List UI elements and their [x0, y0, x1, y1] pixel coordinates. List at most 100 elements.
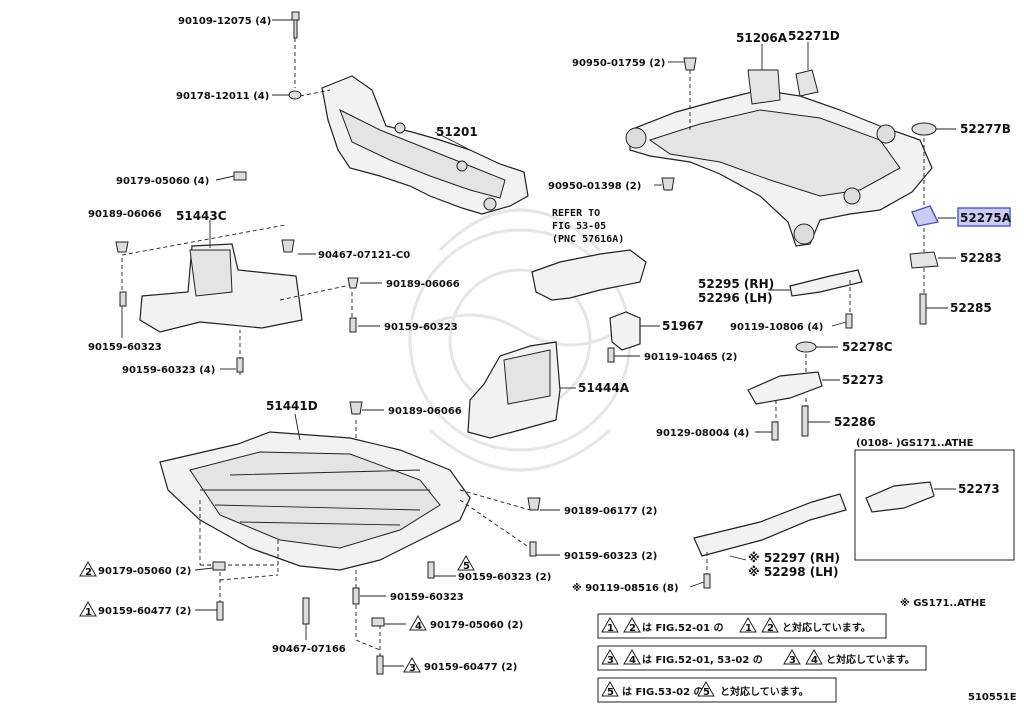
label-90179-05060-4: 90179-05060 (4) — [116, 176, 209, 187]
label-90178-12011: 90178-12011 (4) — [176, 91, 269, 102]
label-90159-60477-a: 90159-60477 (2) — [98, 606, 191, 617]
clip-90189-06177[interactable] — [527, 497, 541, 511]
clip-90189-06066-c[interactable] — [349, 401, 363, 415]
label-90109-12075: 90109-12075 (4) — [178, 16, 271, 27]
under-cover-51441d[interactable] — [159, 431, 471, 571]
bolt-90159-60323-b[interactable] — [349, 317, 357, 333]
leader-lines — [121, 19, 956, 667]
callout-5: 5 — [463, 561, 470, 572]
label-90129-08004: 90129-08004 (4) — [656, 428, 749, 439]
cushion-52275a[interactable] — [911, 205, 940, 227]
highlight-52275a — [957, 207, 1011, 227]
svg-text:1: 1 — [607, 623, 614, 634]
bolt-90467-07166[interactable] — [302, 597, 310, 625]
label-52275a[interactable]: 52275A — [960, 211, 1012, 225]
label-90119-08516: ※ 90119-08516 (8) — [572, 582, 679, 594]
bolt-90159-60323-c[interactable] — [236, 357, 244, 373]
clip-90179-05060[interactable] — [233, 171, 247, 181]
note-box-1: 1 2 は FIG.52-01 の 1 2 と対応しています。 — [597, 613, 887, 639]
clip-90179-05060-2b[interactable] — [371, 617, 385, 627]
label-refer-3: (PNC 57616A) — [552, 234, 624, 245]
svg-text:3: 3 — [789, 655, 796, 666]
bolt-52285[interactable] — [919, 293, 927, 325]
label-90467-07166: 90467-07166 — [272, 644, 346, 655]
bolt-90119-10806[interactable] — [845, 313, 853, 329]
bracket-51967[interactable] — [609, 311, 641, 351]
label-51206a: 51206A — [736, 31, 788, 45]
svg-text:は FIG.53-02 の: は FIG.53-02 の — [622, 686, 704, 698]
label-52277b: 52277B — [960, 122, 1011, 136]
label-90189-06066-c: 90189-06066 — [388, 406, 462, 417]
bolt-90159-60323-a[interactable] — [119, 291, 127, 307]
callout-3: 3 — [409, 663, 416, 674]
label-51444a: 51444A — [578, 381, 630, 395]
cover-51444a[interactable] — [467, 341, 561, 439]
clip-90189-06066-a[interactable] — [115, 241, 129, 253]
label-90950-01759: 90950-01759 (2) — [572, 58, 665, 69]
label-52296: 52296 (LH) — [698, 291, 773, 305]
label-51201: 51201 — [436, 125, 478, 139]
svg-text:2: 2 — [767, 623, 774, 634]
label-90189-06066-b: 90189-06066 — [386, 279, 460, 290]
bolt-52286[interactable] — [801, 405, 809, 437]
label-90159-60323-d: 90159-60323 (2) — [564, 551, 657, 562]
label-refer-2: FIG 53-05 — [552, 221, 606, 232]
bolt-90119-08516[interactable] — [703, 573, 711, 589]
label-90119-10806: 90119-10806 (4) — [730, 322, 823, 333]
label-refer-1: REFER TO — [552, 208, 600, 219]
label-52295: 52295 (RH) — [698, 277, 774, 291]
clip-90467-07121[interactable] — [281, 239, 295, 253]
label-90159-60477-b: 90159-60477 (2) — [424, 662, 517, 673]
stopper-52278c[interactable] — [795, 341, 817, 353]
bolt-90109-12075[interactable] — [291, 11, 300, 39]
note-box-2: 3 4 は FIG.52-01, 53-02 の 3 4 と対応しています。 — [597, 645, 927, 671]
label-52273-a: 52273 — [842, 373, 884, 387]
bolt-90159-60323-d[interactable] — [529, 541, 537, 557]
bushing-52271d[interactable] — [795, 69, 819, 97]
front-crossmember-51201[interactable] — [321, 75, 529, 215]
brace-52295[interactable] — [789, 269, 863, 297]
label-inset-title: (0108- )GS171..ATHE — [856, 438, 974, 449]
bushing-51206a[interactable] — [747, 69, 781, 105]
bracket-52273-a[interactable] — [747, 371, 823, 405]
washer-90178-12011[interactable] — [288, 90, 302, 100]
label-52298: ※ 52298 (LH) — [748, 565, 838, 579]
rear-suspension-member[interactable] — [625, 89, 933, 247]
cover-51443c[interactable] — [139, 243, 303, 333]
svg-text:と対応しています。: と対応しています。 — [826, 653, 915, 666]
note-box-3: 5 は FIG.53-02 の 5 と対応しています。 — [597, 677, 837, 703]
stopper-52283[interactable] — [909, 251, 939, 269]
diagram-id: 510551E — [968, 692, 1017, 703]
label-90179-05060-2b: 90179-05060 (2) — [430, 620, 523, 631]
svg-text:と対応しています。: と対応しています。 — [782, 621, 871, 634]
label-52271d: 52271D — [788, 29, 840, 43]
svg-text:は FIG.52-01 の: は FIG.52-01 の — [642, 622, 724, 634]
stopper-52277b[interactable] — [911, 122, 937, 136]
svg-text:5: 5 — [607, 687, 614, 698]
label-51443c: 51443C — [176, 209, 227, 223]
label-90189-06066-a: 90189-06066 — [88, 209, 162, 220]
bolt-90159-60477-b[interactable] — [376, 655, 384, 675]
label-90159-60323-a: 90159-60323 — [88, 342, 162, 353]
clip-90189-06066-b[interactable] — [347, 277, 359, 289]
label-90159-60323-e: 90159-60323 (2) — [458, 572, 551, 583]
bolt-90129-08004[interactable] — [771, 421, 779, 441]
callout-triangles: 2 1 5 4 3 — [79, 554, 475, 674]
bracket-52273-b[interactable] — [865, 481, 935, 513]
callout-4: 4 — [415, 621, 422, 632]
bolt-90119-10465[interactable] — [607, 347, 615, 363]
bolt-90159-60323-e[interactable] — [427, 561, 435, 579]
nut-90950-01398[interactable] — [661, 177, 675, 191]
label-90179-05060-2a: 90179-05060 (2) — [98, 566, 191, 577]
brace-52297[interactable] — [693, 493, 847, 557]
clip-90179-05060-2a[interactable] — [212, 561, 226, 571]
svg-text:2: 2 — [629, 623, 636, 634]
label-90159-60323-b: 90159-60323 — [384, 322, 458, 333]
nut-90950-01759[interactable] — [683, 57, 697, 71]
bolt-90159-60477-a[interactable] — [216, 601, 224, 621]
label-52273-b: 52273 — [958, 482, 1000, 496]
label-90467-07121: 90467-07121-C0 — [318, 250, 410, 261]
bolt-90159-60323-f[interactable] — [352, 587, 360, 605]
svg-text:5: 5 — [703, 687, 710, 698]
svg-text:4: 4 — [811, 655, 818, 666]
